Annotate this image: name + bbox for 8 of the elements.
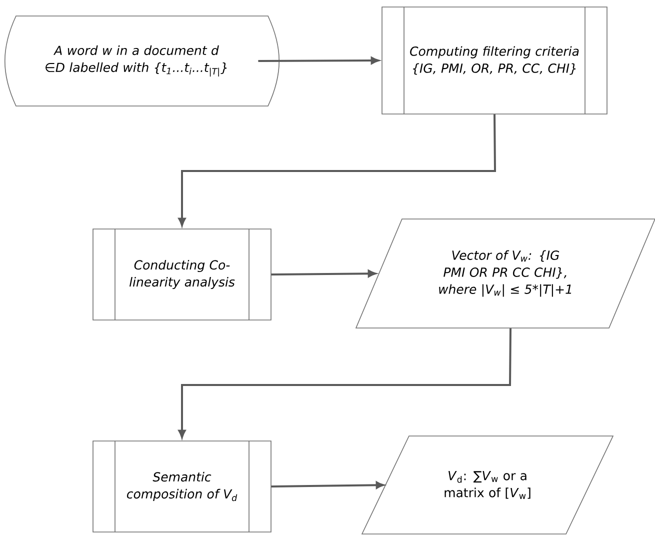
arrow: [271, 481, 384, 489]
arrow: [258, 56, 379, 64]
arrow: [178, 114, 496, 226]
process-box: Semantic composition of V$_{d}$: [92, 440, 272, 532]
arrow: [271, 270, 376, 278]
process-box: Conducting Co-linearity analysis: [92, 228, 272, 320]
process-box: Computing filtering criteria {IG, PMI, OR, PR, CC, CHI}: [382, 6, 608, 114]
arrow: [178, 328, 512, 438]
